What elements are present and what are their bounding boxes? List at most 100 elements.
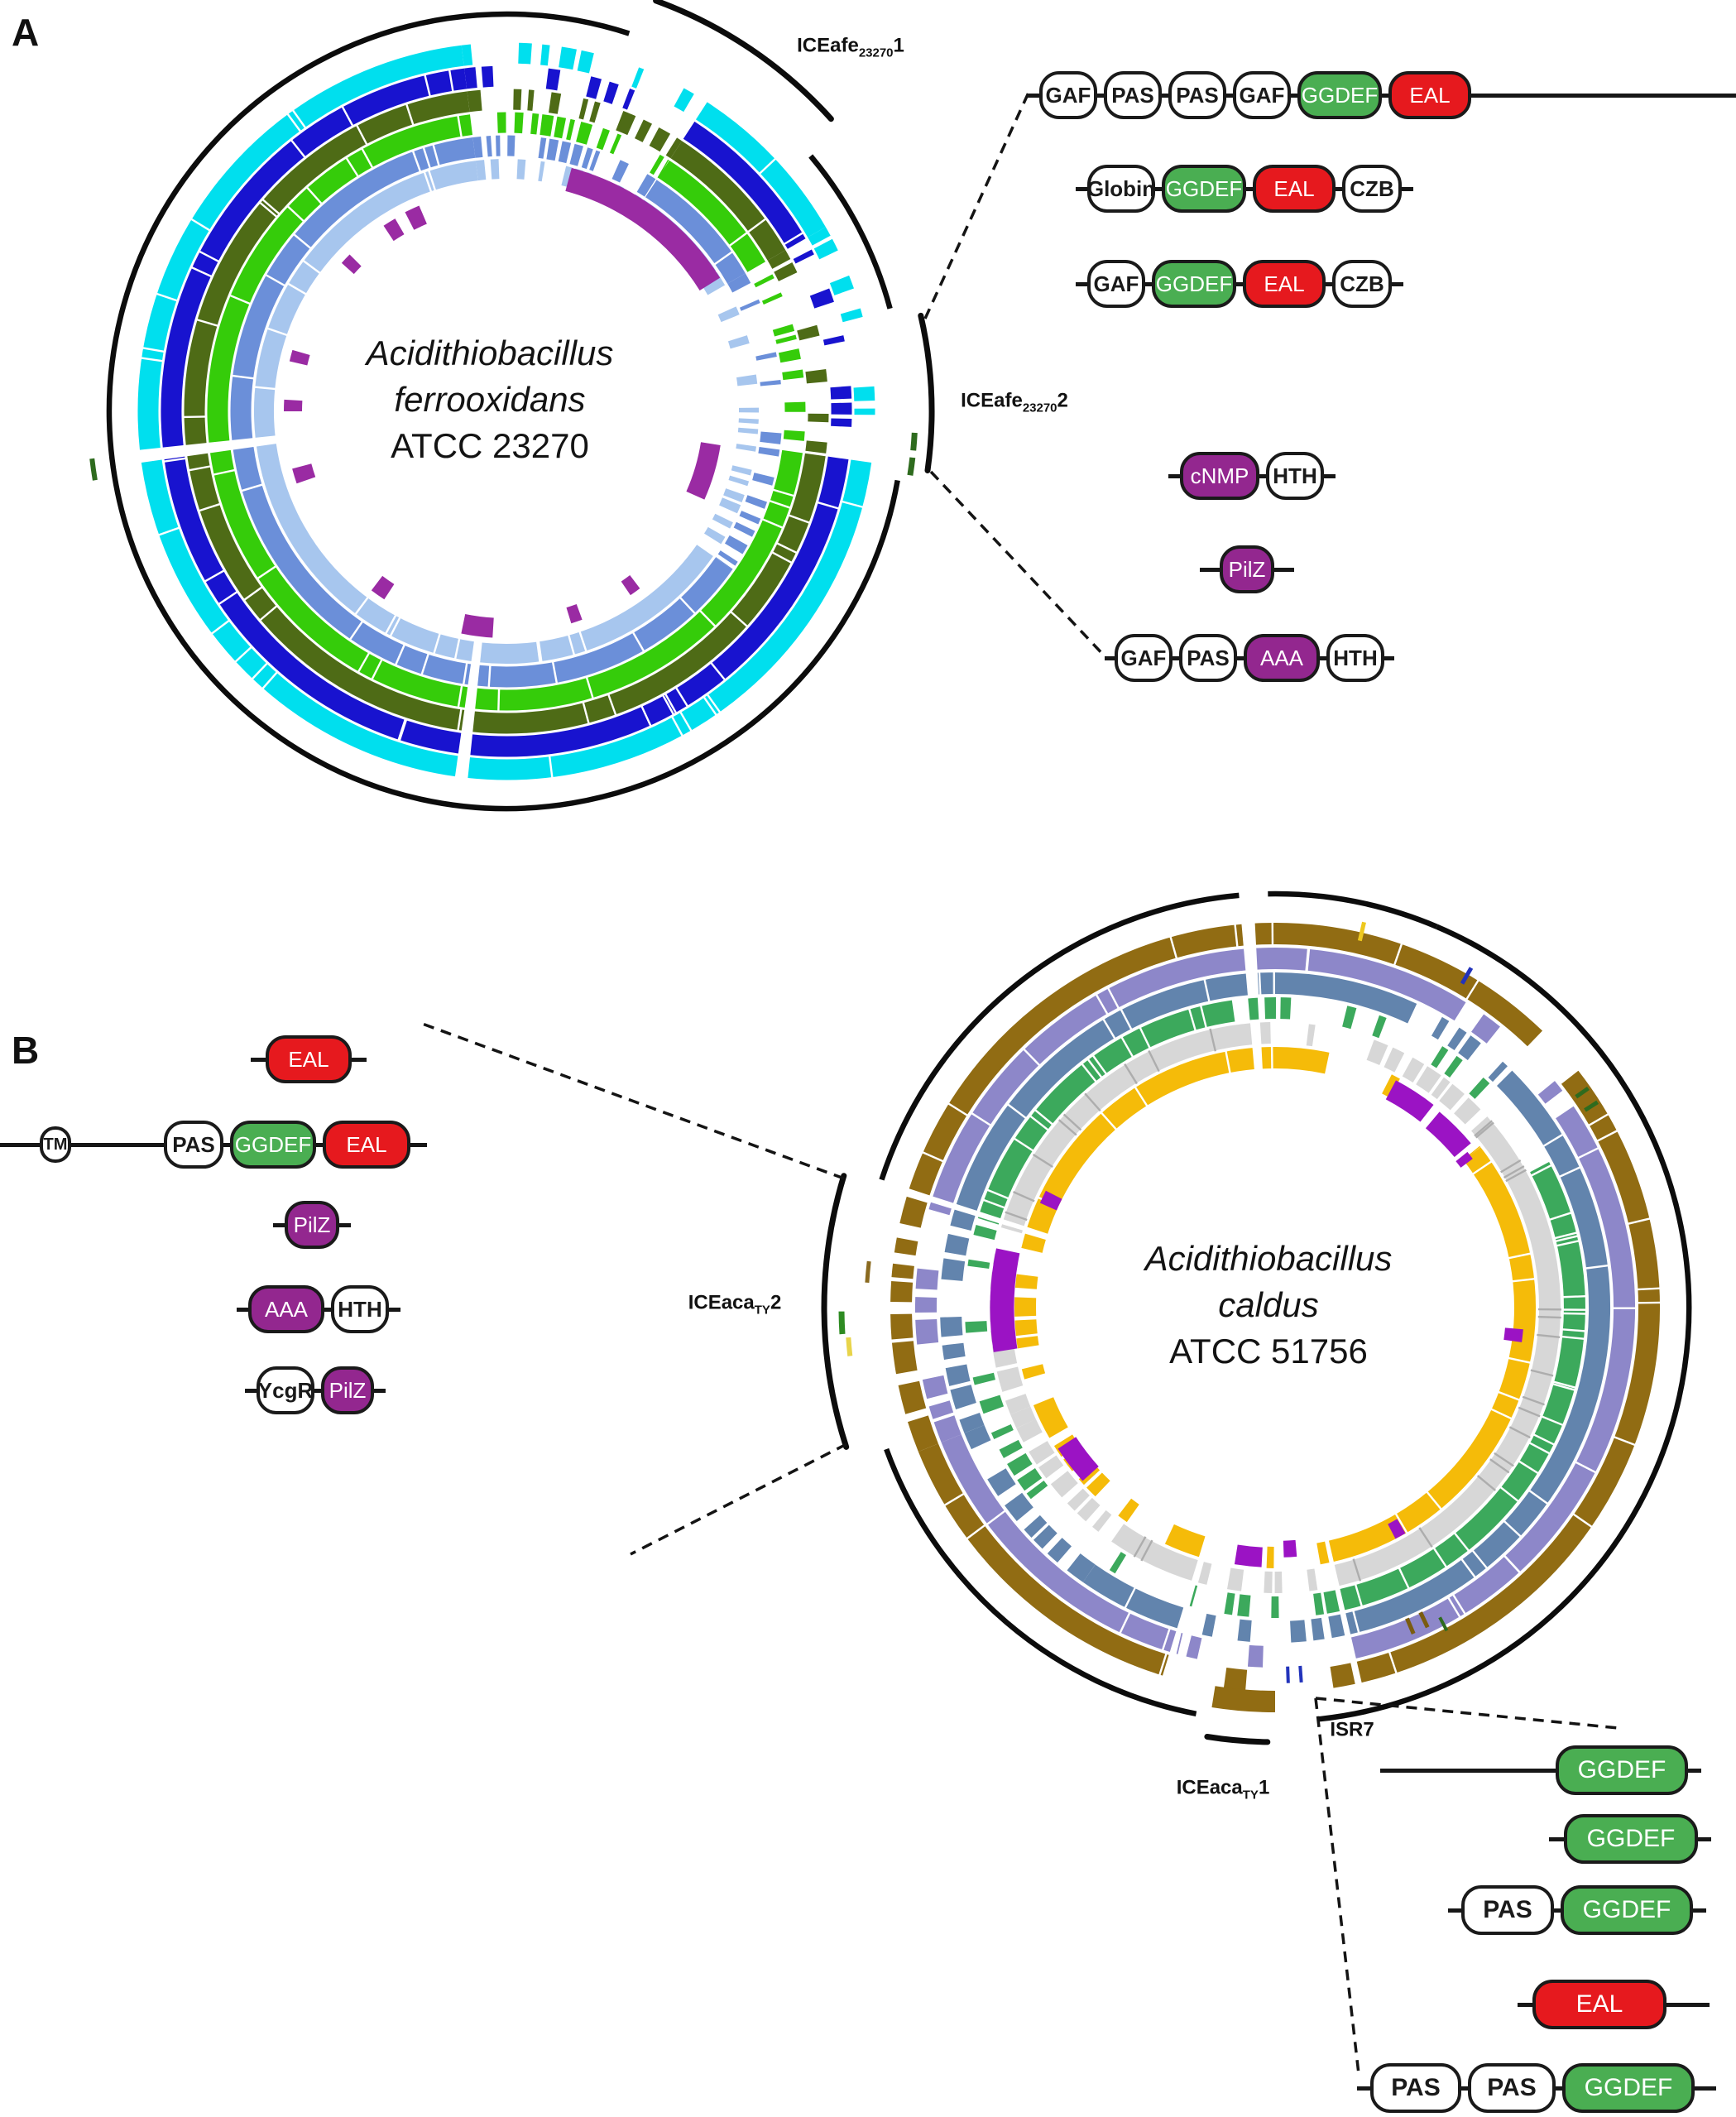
tick-mark: [1575, 1086, 1590, 1099]
domain-box-cnmp: cNMP: [1180, 452, 1259, 500]
domain-linker: [1145, 281, 1152, 286]
ring-notch: [398, 718, 408, 742]
ring-notch: [259, 605, 278, 622]
sparse-hit-block: [772, 324, 795, 337]
domain-box-eal: EAL: [266, 1035, 352, 1083]
ring-notch: [537, 641, 543, 663]
sparse-hit-block: [577, 50, 594, 74]
ring-notch: [1139, 1026, 1151, 1049]
ring-notch: [265, 273, 286, 287]
domain-box-tm: TM: [40, 1126, 71, 1163]
sparse-hit-block: [945, 1364, 971, 1386]
sparse-hit-block: [559, 46, 577, 70]
feature-arc: [1057, 1437, 1099, 1481]
sparse-hit-block: [940, 1316, 963, 1337]
domain-box-hth: HTH: [331, 1285, 389, 1333]
ring-notch: [287, 282, 307, 295]
sparse-hit-block: [793, 249, 814, 264]
ring-notch: [535, 641, 541, 663]
domain-linker: [1236, 281, 1243, 286]
domain-box-gaf: GAF: [1115, 634, 1173, 682]
domain-linker: [1556, 2086, 1562, 2091]
ring-notch: [405, 103, 415, 126]
domain-linker: [1518, 2002, 1532, 2007]
ring-notch: [397, 718, 407, 741]
ring-notch: [422, 146, 431, 169]
sparse-hit-block: [1259, 1022, 1271, 1044]
sparse-hit-block: [1017, 1467, 1043, 1491]
sparse-hit-block: [950, 1385, 976, 1409]
domain-linker: [324, 1307, 331, 1312]
blast-ring-arc: [137, 45, 464, 450]
ring-notch: [713, 251, 733, 266]
domain-box-pas: PAS: [1179, 634, 1237, 682]
domain-linker: [1155, 186, 1162, 191]
sparse-hit-block: [634, 119, 653, 142]
tick-mark: [1405, 1617, 1416, 1635]
ring-notch: [1588, 1112, 1609, 1127]
sparse-hit-block: [755, 352, 777, 361]
blast-ring-arc: [695, 102, 826, 238]
ring-notch: [1530, 1164, 1552, 1177]
ring-notch: [1508, 1252, 1532, 1260]
sparse-hit-block: [596, 127, 610, 151]
feature-arc: [1385, 1080, 1434, 1122]
ring-notch: [213, 468, 236, 476]
ring-notch: [243, 586, 263, 601]
sparse-hit-block: [933, 1415, 962, 1443]
sparse-hit-block: [840, 308, 863, 323]
feature-block: [405, 205, 427, 230]
ring-notch: [582, 702, 590, 724]
ring-notch: [985, 1510, 1006, 1526]
ring-notch: [1554, 1231, 1578, 1240]
ring-notch: [241, 483, 263, 492]
ring-notch: [190, 218, 211, 232]
dashed-connector: [630, 1443, 847, 1556]
ring-notch: [1169, 936, 1178, 959]
sparse-hit-block: [778, 348, 801, 363]
sparse-hit-block: [1047, 1538, 1072, 1563]
sparse-hit-block: [712, 513, 733, 529]
domain-box-aaa: AAA: [1244, 634, 1320, 682]
sparse-hit-block: [616, 111, 636, 136]
ring-notch: [291, 109, 307, 129]
ring-notch: [1120, 1008, 1133, 1030]
sparse-hit-block: [1086, 1472, 1110, 1497]
domain-box-gaf: GAF: [1039, 71, 1097, 119]
sparse-hit-block: [728, 475, 750, 487]
genome-outline: [1317, 924, 1692, 1722]
ring-notch: [788, 514, 810, 524]
blast-ring-arc: [472, 453, 826, 734]
ring-notch: [355, 124, 368, 146]
sparse-hit-block: [636, 174, 656, 197]
ice-bracket-arc: [1204, 1734, 1271, 1745]
domain-linker: [389, 1307, 400, 1312]
sparse-hit-block: [1458, 1035, 1481, 1060]
sparse-hit-block: [1384, 1047, 1405, 1073]
domain-box-ggdef: GGDEF: [1152, 260, 1236, 308]
sparse-hit-block: [1316, 1541, 1330, 1565]
sparse-hit-block: [569, 143, 583, 166]
sparse-hit-block: [1416, 1066, 1441, 1093]
blast-ring-arc: [230, 137, 476, 440]
ice-label-text: ICEafe: [797, 34, 859, 57]
panel-a-label: A: [12, 11, 40, 54]
dashed-connector: [929, 470, 1108, 660]
sparse-hit-block: [581, 147, 593, 170]
tick-arc: [846, 1337, 853, 1356]
tick-mark: [1418, 1611, 1430, 1629]
blast-ring-arc: [480, 545, 713, 664]
tick-mark: [1460, 967, 1474, 985]
sparse-hit-block: [1439, 1083, 1465, 1111]
sparse-hit-block: [805, 368, 827, 384]
ring-notch: [1561, 1335, 1585, 1341]
sparse-hit-block: [829, 275, 854, 295]
ring-notch: [671, 716, 684, 737]
domain-box-eal: EAL: [1243, 260, 1326, 308]
ring-notch: [257, 565, 277, 580]
domain-linker: [316, 1142, 323, 1147]
ice-label-number: 1: [893, 34, 904, 57]
ring-notch: [433, 632, 441, 655]
feature-block: [371, 575, 395, 600]
